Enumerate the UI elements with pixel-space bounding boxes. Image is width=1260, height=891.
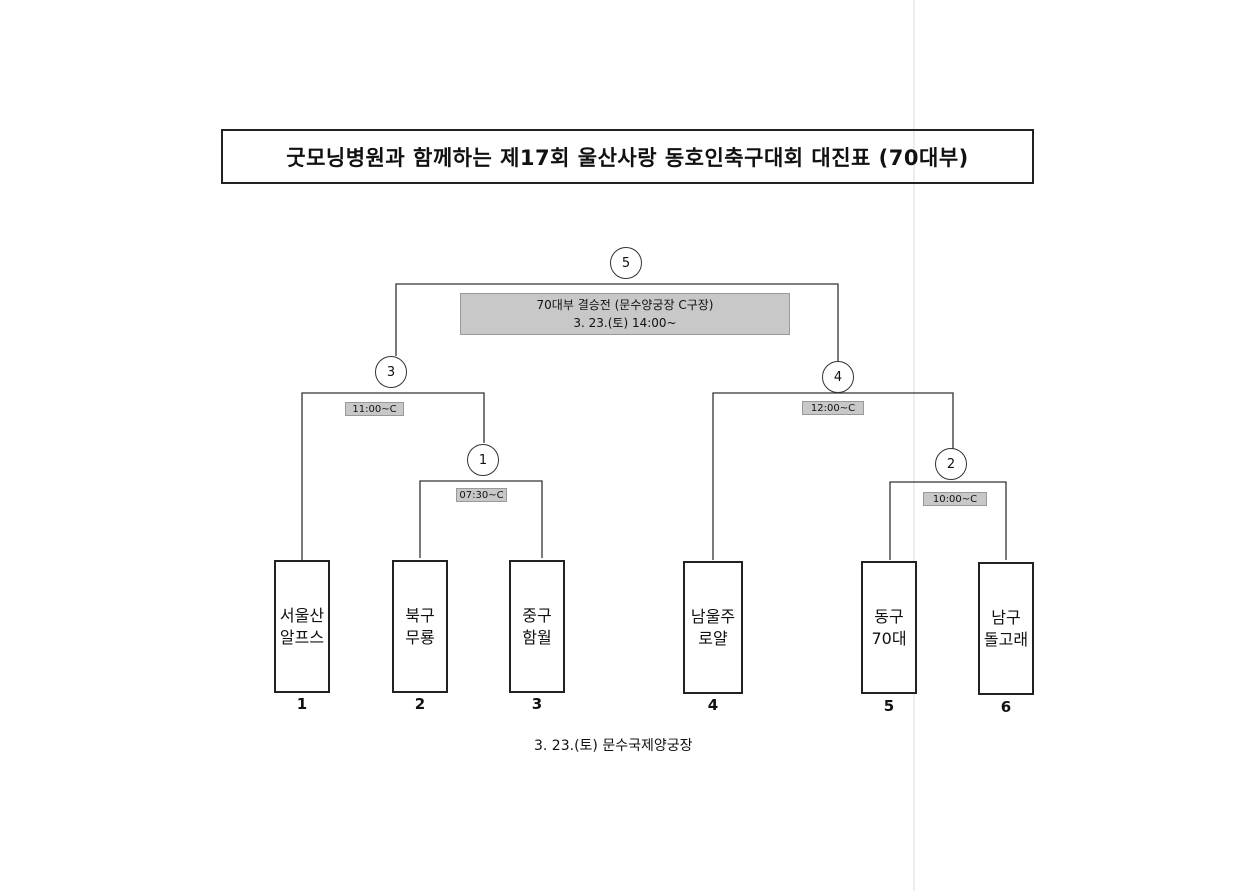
team-number-6: 6: [1000, 698, 1012, 716]
scan-artifact-line: [913, 0, 915, 891]
match-circle-3: 3: [375, 356, 407, 388]
team-box-2: 북구 무룡: [392, 560, 448, 693]
team-number-5: 5: [883, 697, 895, 715]
match-circle-1: 1: [467, 444, 499, 476]
bracket-line-match-1: [419, 480, 543, 558]
team-name-line1: 동구: [874, 606, 904, 626]
team-number-4: 4: [707, 696, 719, 714]
bracket-line-match-3: [301, 392, 485, 560]
team-name-line1: 남구: [991, 607, 1021, 627]
time-label-match-3: 11:00~C: [345, 402, 404, 416]
time-label-match-4: 12:00~C: [802, 401, 864, 415]
time-label-match-1: 07:30~C: [456, 488, 507, 502]
team-name-line2: 70대: [871, 628, 907, 648]
team-box-1: 서울산 알프스: [274, 560, 330, 693]
bracket-line-final: [395, 283, 839, 361]
title-box: 굿모닝병원과 함께하는 제17회 울산사랑 동호인축구대회 대진표 (70대부): [221, 129, 1034, 184]
team-number-1: 1: [296, 695, 308, 713]
team-name-line2: 돌고래: [983, 629, 1029, 649]
team-box-3: 중구 함월: [509, 560, 565, 693]
team-name-line2: 로얄: [698, 628, 728, 648]
team-name-line2: 함월: [522, 627, 552, 647]
team-name-line2: 무룡: [405, 627, 435, 647]
team-name-line1: 북구: [405, 605, 435, 625]
match-circle-4: 4: [822, 361, 854, 393]
bracket-line-match-2: [889, 481, 1007, 560]
team-number-2: 2: [414, 695, 426, 713]
team-name-line1: 서울산: [279, 605, 325, 625]
final-title: 70대부 결승전 (문수양궁장 C구장): [536, 298, 714, 312]
team-number-3: 3: [531, 695, 543, 713]
team-box-6: 남구 돌고래: [978, 562, 1034, 695]
bracket-line-match-4: [712, 392, 954, 560]
team-name-line2: 알프스: [279, 627, 325, 647]
time-label-match-2: 10:00~C: [923, 492, 987, 506]
match-circle-2: 2: [935, 448, 967, 480]
team-box-4: 남울주 로얄: [683, 561, 743, 694]
venue-note: 3. 23.(토) 문수국제양궁장: [534, 738, 693, 754]
team-box-5: 동구 70대: [861, 561, 917, 694]
final-info-box: 70대부 결승전 (문수양궁장 C구장) 3. 23.(토) 14:00~: [460, 293, 790, 335]
team-name-line1: 중구: [522, 605, 552, 625]
final-datetime: 3. 23.(토) 14:00~: [573, 316, 677, 330]
page-title: 굿모닝병원과 함께하는 제17회 울산사랑 동호인축구대회 대진표 (70대부): [286, 145, 969, 170]
team-name-line1: 남울주: [690, 606, 736, 626]
match-circle-final: 5: [610, 247, 642, 279]
